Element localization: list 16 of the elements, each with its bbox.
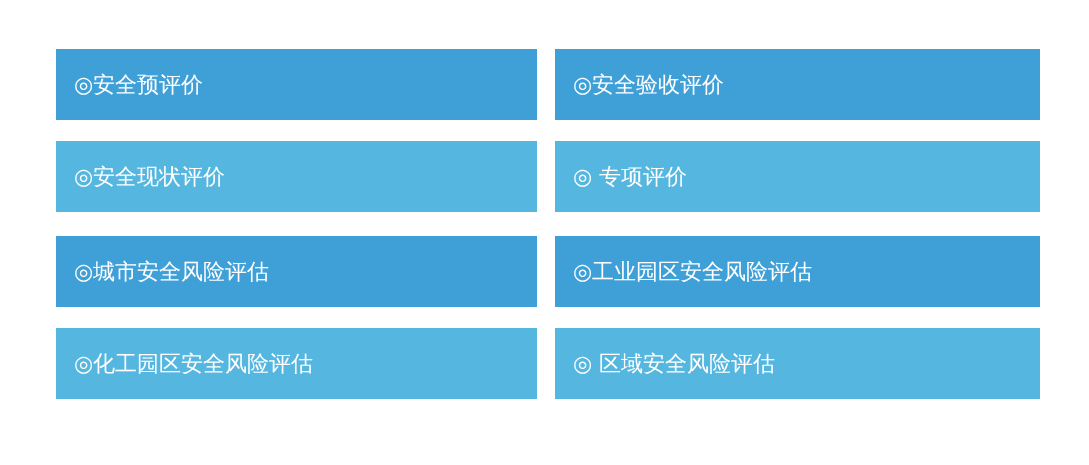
- category-label: ◎安全现状评价: [74, 162, 226, 191]
- category-label: ◎城市安全风险评估: [74, 257, 270, 286]
- category-box: [555, 328, 1040, 399]
- category-label: ◎ 专项评价: [573, 162, 688, 191]
- category-box: [56, 49, 537, 120]
- category-box: [56, 328, 537, 399]
- category-box: [56, 141, 537, 212]
- category-label: ◎工业园区安全风险评估: [573, 257, 813, 286]
- category-box: [555, 236, 1040, 307]
- category-label: ◎ 区域安全风险评估: [573, 349, 776, 378]
- category-label: ◎安全验收评价: [573, 70, 725, 99]
- category-box: [555, 49, 1040, 120]
- category-label: ◎安全预评价: [74, 70, 204, 99]
- category-box: [555, 141, 1040, 212]
- category-box: [56, 236, 537, 307]
- category-label: ◎化工园区安全风险评估: [74, 349, 314, 378]
